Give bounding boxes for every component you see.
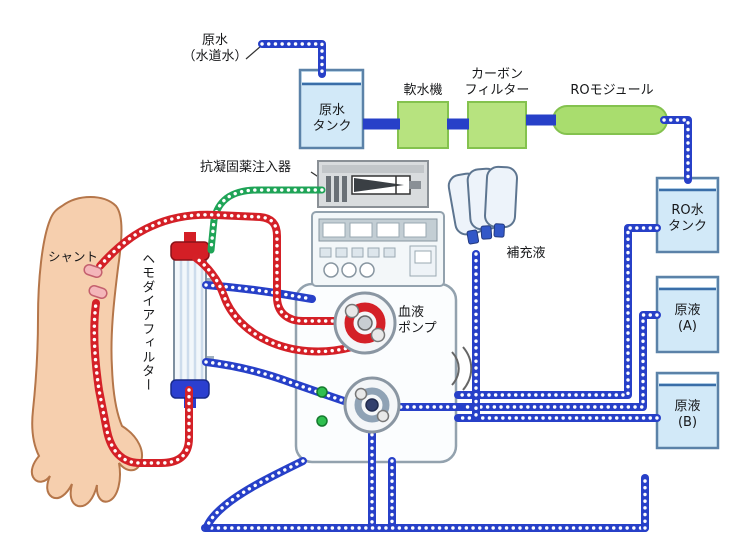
- carbon-filter-unit: [467, 101, 527, 149]
- dialysate-pump-unit: [343, 376, 401, 434]
- panel-button: [351, 247, 364, 258]
- arm-shape: [30, 196, 143, 508]
- raw-water-label-line1: 原水: [201, 33, 228, 48]
- vibration-marks: [451, 346, 473, 391]
- blood-pump-unit: [333, 291, 397, 355]
- panel-side-module-window: [414, 250, 432, 264]
- status-led: [316, 386, 328, 398]
- panel-button: [367, 247, 380, 258]
- blood-pump-tube-loop: [344, 302, 386, 344]
- concentrate-b-label: 原液 (B): [674, 399, 701, 431]
- anticoagulant-injector-label: 抗凝固薬注入器: [200, 160, 292, 175]
- shunt-needle: [83, 264, 103, 278]
- filter-top-cap: [170, 241, 210, 261]
- raw-water-tank-unit: [298, 68, 365, 150]
- panel-knob: [359, 262, 375, 278]
- blood-pump-roller: [370, 327, 386, 343]
- softener-body: [397, 101, 449, 149]
- shunt-needles: [83, 264, 108, 299]
- concentrate-a-label: 原液 (A): [674, 303, 701, 335]
- raw-water-label-line2: （水道水）: [182, 49, 248, 65]
- dialysate-pump-roller: [354, 387, 368, 401]
- carbon-filter-body: [467, 101, 527, 149]
- panel-button: [319, 247, 332, 258]
- drain-line-bottom: [205, 461, 645, 528]
- panel-knob: [323, 262, 339, 278]
- raw-water-leader: [245, 45, 262, 60]
- display-cell: [376, 222, 400, 238]
- panel-button: [383, 247, 396, 258]
- ro-water-tank-airgap: [659, 180, 716, 188]
- injector-stripe: [342, 176, 347, 202]
- shunt-needle: [88, 285, 108, 299]
- raw-water-tank-label: 原水 タンク: [312, 103, 352, 135]
- concentrate-b-tank-unit: [655, 371, 720, 450]
- hemodiafilter-unit: [170, 232, 214, 408]
- bag-port: [480, 225, 493, 240]
- display-cell: [349, 222, 373, 238]
- ro-module-label: ROモジュール: [570, 83, 654, 98]
- display-cell: [403, 222, 427, 238]
- ro-module-body: [552, 105, 668, 135]
- replacement-fluid-label: 補充液: [506, 246, 546, 261]
- fluid-bag: [484, 165, 518, 238]
- machine-control-panel: [311, 211, 445, 287]
- concentrate-b-airgap: [659, 375, 716, 383]
- treatment-pipes: [363, 120, 556, 124]
- blood-pump-hub: [357, 315, 373, 331]
- dialysate-pump-roller: [376, 409, 390, 423]
- injector-top-strip: [322, 165, 424, 173]
- softener-label: 軟水機: [403, 83, 443, 98]
- bag-port: [493, 223, 505, 238]
- display-cell: [322, 222, 346, 238]
- bag-port: [466, 229, 480, 245]
- hemodiafilter-label: ヘモダイアフィルター: [139, 252, 155, 392]
- blood-pump-label: 血液 ポンプ: [398, 305, 437, 337]
- injector-stripe: [326, 176, 331, 202]
- syringe-tip: [409, 181, 421, 189]
- anticoagulant-injector-device: [317, 160, 429, 208]
- blood-pump-roller: [344, 303, 360, 319]
- replacement-fluid-bags: [447, 165, 518, 245]
- syringe-plunger-wedge: [354, 178, 404, 192]
- panel-button: [335, 247, 348, 258]
- concentrate-a-tank-unit: [655, 275, 720, 354]
- dialysate-pump-tube-loop: [354, 387, 390, 423]
- carbon-filter-label: カーボン フィルター: [464, 67, 530, 99]
- shunt-label: シャント: [48, 249, 99, 264]
- dialysate-pump-hub: [365, 398, 379, 412]
- ro-water-tank-label: RO水 タンク: [667, 203, 707, 235]
- status-led: [316, 415, 328, 427]
- patient-arm: [30, 196, 143, 508]
- concentrate-a-airgap: [659, 279, 716, 287]
- raw-water-label: 原水 （水道水）: [172, 33, 258, 66]
- injector-stripe: [334, 176, 339, 202]
- water-softener-unit: [397, 101, 449, 149]
- raw-water-tank-airgap: [302, 72, 361, 82]
- ro-module-unit: [552, 105, 668, 135]
- panel-knob: [341, 262, 357, 278]
- ro-to-tank-line: [664, 120, 688, 180]
